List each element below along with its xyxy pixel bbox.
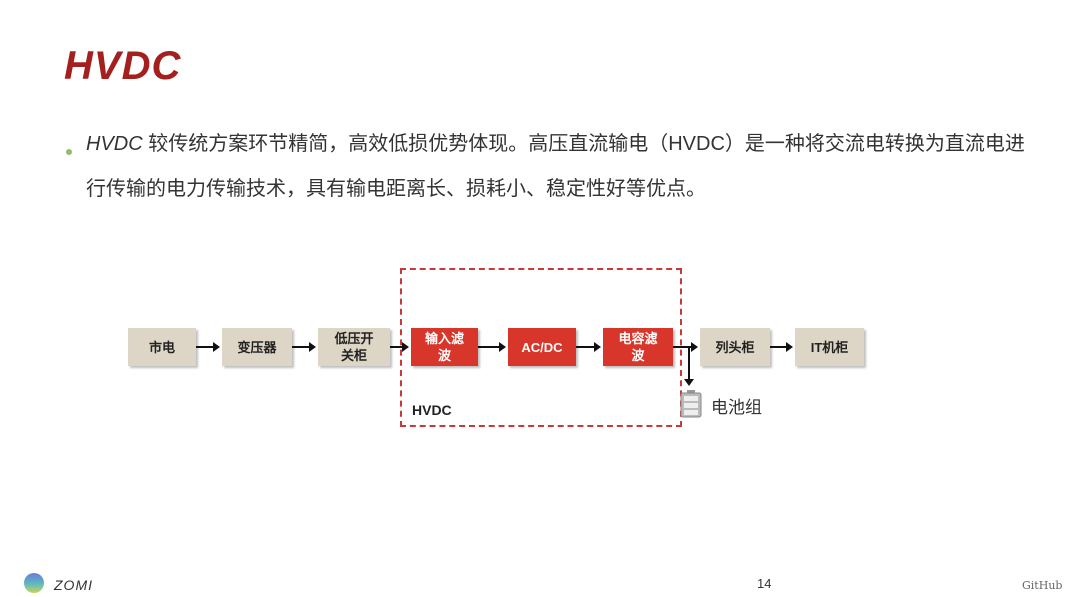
block-mains: 市电 xyxy=(128,328,196,366)
block-column-head-cabinet: 列头柜 xyxy=(700,328,770,366)
paragraph-lead: HVDC xyxy=(86,133,143,155)
bullet-paragraph: HVDC 较传统方案环节精简，高效低损优势体现。高压直流输电（HVDC）是一种将… xyxy=(86,122,1036,212)
arrow-icon xyxy=(673,342,698,352)
block-transformer: 变压器 xyxy=(222,328,292,366)
arrow-icon xyxy=(478,342,506,352)
zomi-logo-icon xyxy=(24,573,44,593)
block-lv-switchgear: 低压开关柜 xyxy=(318,328,390,366)
arrow-icon xyxy=(196,342,220,352)
block-it-cabinet: IT机柜 xyxy=(795,328,864,366)
down-arrow-icon xyxy=(684,347,694,386)
hvdc-group-label: HVDC xyxy=(412,402,452,418)
paragraph-body: 较传统方案环节精简，高效低损优势体现。高压直流输电（HVDC）是一种将交流电转换… xyxy=(86,133,1025,200)
footer-brand: ZOMI xyxy=(54,577,93,593)
bullet-dot xyxy=(66,149,72,155)
arrow-icon xyxy=(292,342,316,352)
arrow-icon xyxy=(390,342,409,352)
arrow-icon xyxy=(576,342,601,352)
battery-label: 电池组 xyxy=(711,398,762,417)
block-input-filter: 输入滤波 xyxy=(411,328,478,366)
battery-icon xyxy=(680,390,702,418)
github-link[interactable]: GitHub xyxy=(1022,579,1063,592)
slide-title: HVDC xyxy=(64,44,182,88)
block-capacitor-filter: 电容滤波 xyxy=(603,328,673,366)
block-ac-dc: AC/DC xyxy=(508,328,576,366)
arrow-icon xyxy=(770,342,793,352)
page-number: 14 xyxy=(757,576,772,591)
